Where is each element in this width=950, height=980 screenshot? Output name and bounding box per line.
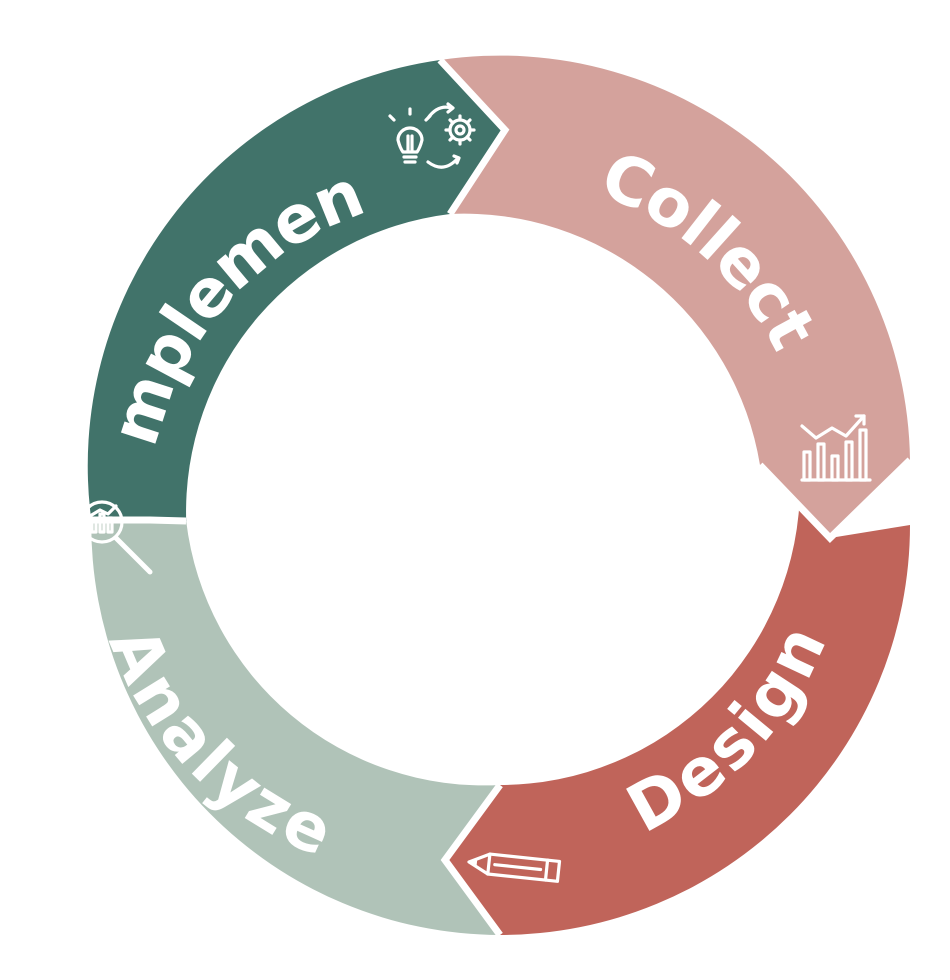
segment-analyze	[91, 519, 501, 935]
lightbulb-gear-cycle-icon	[388, 102, 476, 169]
bar-chart-trend-icon	[800, 414, 872, 482]
divider-design-analyze	[440, 782, 503, 938]
magnifier-chart-icon	[80, 500, 153, 575]
pencil-icon	[467, 852, 562, 883]
segment-implement	[87, 60, 506, 522]
ring-segments	[87, 55, 910, 935]
segment-dividers	[91, 57, 913, 938]
divider-implement-collect	[437, 57, 510, 216]
segment-collect	[440, 55, 910, 538]
segment-design	[445, 485, 910, 935]
divider-collect-design	[757, 457, 913, 543]
